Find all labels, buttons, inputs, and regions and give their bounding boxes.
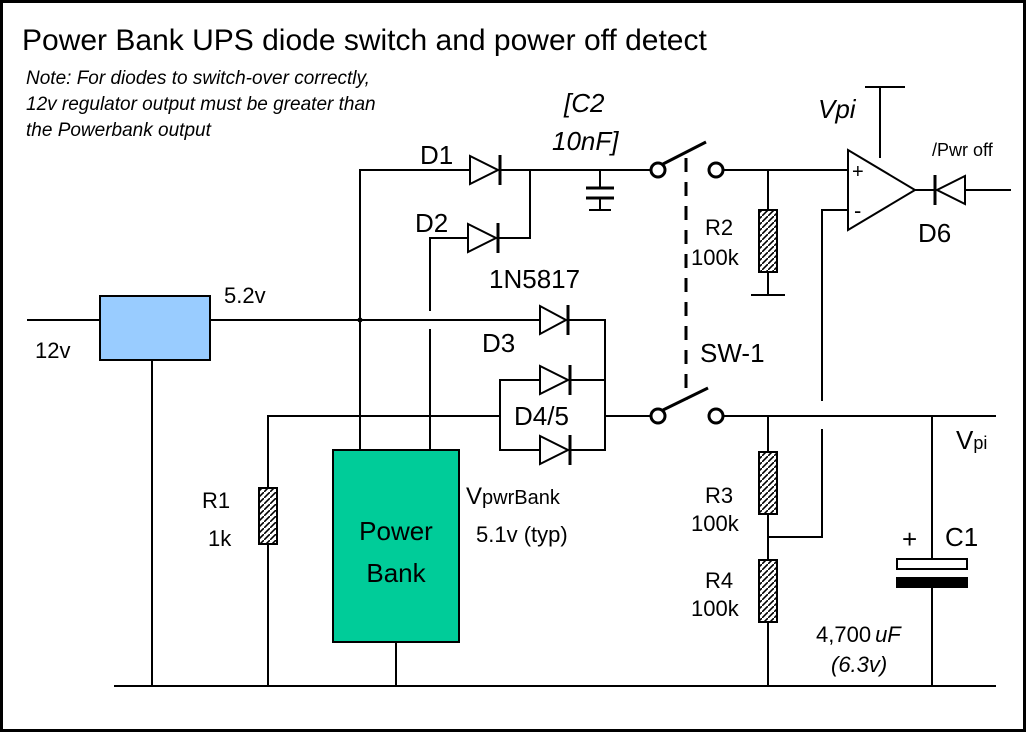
- note-line-1: Note: For diodes to switch-over correctl…: [26, 68, 370, 89]
- vpwrbank-label: VpwrBank: [466, 483, 561, 510]
- diode-d3: [539, 304, 570, 336]
- r2-label: R2: [705, 215, 733, 240]
- capacitor-c1: [896, 558, 968, 588]
- resistor-r2: [758, 209, 778, 273]
- capacitor-c2: [586, 186, 614, 200]
- diode-d2: [467, 222, 500, 254]
- c1-rating: (6.3v): [831, 652, 887, 677]
- switch-sw1-bottom: [649, 386, 725, 425]
- wires: [27, 86, 1011, 687]
- r1-value: 1k: [208, 526, 232, 551]
- voltage-regulator: [99, 295, 211, 361]
- c2-label-line2: 10nF]: [552, 126, 619, 156]
- power-bank-block: [332, 449, 460, 643]
- d1-label: D1: [420, 140, 453, 170]
- diode-d5: [539, 434, 572, 466]
- diagram-title: Power Bank UPS diode switch and power of…: [22, 24, 707, 57]
- vpi-label: Vpi: [956, 425, 987, 455]
- opamp-minus-sign: -: [854, 198, 861, 223]
- pwr-off-label: /Pwr off: [932, 140, 994, 160]
- d45-label: D4/5: [514, 401, 569, 431]
- input-12v-label: 12v: [35, 338, 70, 363]
- c1-plus-sign: +: [902, 524, 917, 554]
- d2-label: D2: [415, 208, 448, 238]
- switch-sw1-top: [649, 140, 725, 179]
- power-bank-label-line1: Power: [359, 516, 433, 546]
- sw1-label: SW-1: [700, 338, 765, 368]
- vpi-top-label: Vpi: [818, 94, 857, 124]
- note-line-3: the Powerbank output: [26, 120, 212, 141]
- resistor-r1: [258, 487, 278, 545]
- r1-label: R1: [202, 488, 230, 513]
- r4-label: R4: [705, 568, 733, 593]
- d6-label: D6: [918, 218, 951, 248]
- diode-d4: [539, 364, 572, 396]
- diode-d1: [469, 154, 502, 186]
- resistor-r3: [758, 451, 778, 515]
- r2-value: 100k: [691, 245, 740, 270]
- note-line-2: 12v regulator output must be greater tha…: [26, 94, 376, 115]
- junction-dot: [357, 317, 363, 323]
- power-bank-label-line2: Bank: [366, 558, 426, 588]
- c2-label-line1: [C2: [563, 88, 605, 118]
- diode-d6: [933, 174, 966, 206]
- opamp-plus-sign: +: [852, 161, 864, 183]
- r3-value: 100k: [691, 511, 740, 536]
- vpwrbank-typ: 5.1v (typ): [476, 522, 568, 547]
- r4-value: 100k: [691, 596, 740, 621]
- resistor-r4: [758, 559, 778, 623]
- diode-part-label: 1N5817: [489, 264, 580, 294]
- regulator-output-label: 5.2v: [224, 283, 266, 308]
- opamp-comparator: + -: [847, 148, 917, 232]
- c1-label: C1: [945, 522, 978, 552]
- r3-label: R3: [705, 483, 733, 508]
- d3-label: D3: [482, 328, 515, 358]
